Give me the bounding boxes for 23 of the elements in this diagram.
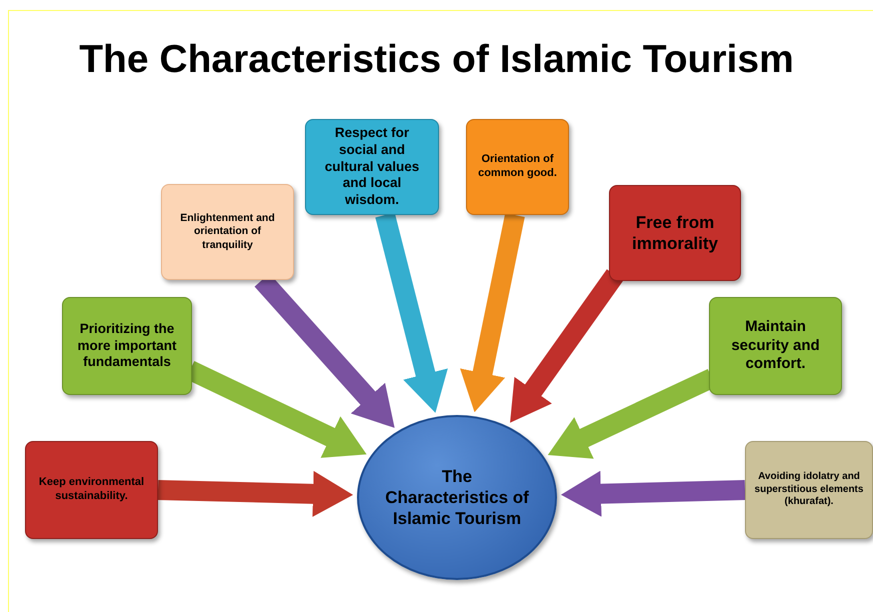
- node-text: Orientation of common good.: [477, 153, 558, 181]
- block-arrow: [560, 470, 746, 517]
- characteristic-box: [305, 119, 439, 215]
- node-text: Keep environmental sustainability.: [38, 476, 146, 504]
- characteristic-box: [709, 297, 842, 395]
- node-text: The Characteristics of Islamic Tourism: [384, 466, 530, 530]
- node-text: Respect for social and cultural values and local wisdom.: [324, 124, 420, 210]
- block-arrow: [158, 470, 354, 517]
- node-text: Free from immorality: [631, 212, 719, 254]
- characteristic-box: [25, 441, 158, 539]
- block-arrow: [510, 269, 624, 423]
- block-arrow: [375, 212, 448, 413]
- characteristic-box: [466, 119, 569, 215]
- characteristic-box: [745, 441, 873, 539]
- characteristic-box: [609, 185, 741, 281]
- node-text: Enlightenment and orientation of tranquility: [179, 212, 276, 252]
- characteristic-box: [62, 297, 192, 395]
- node-text: Prioritizing the more important fundamentals: [76, 320, 178, 372]
- block-arrow: [460, 212, 525, 412]
- characteristic-box: [161, 184, 294, 280]
- title: The Characteristics of Islamic Tourism: [78, 37, 795, 83]
- node-text: Avoiding idolatry and superstitious elements (khurafat).: [754, 471, 864, 509]
- node-text: Maintain security and comfort.: [730, 318, 821, 374]
